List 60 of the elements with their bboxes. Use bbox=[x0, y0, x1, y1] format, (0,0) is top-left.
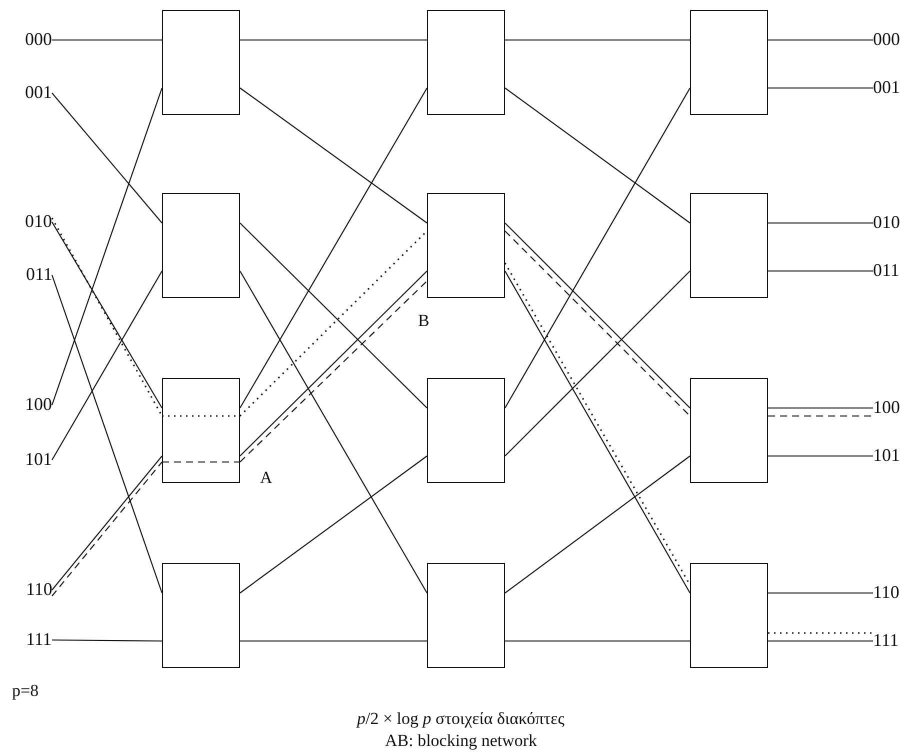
point-label: A bbox=[260, 467, 272, 489]
link-line bbox=[240, 39, 427, 41]
link-line bbox=[240, 640, 427, 642]
port-label: 101 bbox=[25, 448, 52, 470]
link-line bbox=[240, 456, 428, 594]
port-label: 110 bbox=[26, 578, 52, 600]
caption-text: AB: blocking network bbox=[385, 730, 538, 752]
switch-box bbox=[427, 563, 505, 668]
switch-box bbox=[162, 10, 240, 115]
link-line bbox=[504, 270, 690, 456]
switch-box bbox=[427, 193, 505, 298]
port-label: 010 bbox=[873, 211, 900, 233]
link-line bbox=[768, 415, 873, 417]
link-line bbox=[768, 270, 873, 272]
link-line bbox=[505, 640, 690, 642]
note-text: p=8 bbox=[12, 680, 39, 702]
port-label: 100 bbox=[25, 393, 52, 415]
link-line bbox=[52, 639, 162, 642]
port-label: 101 bbox=[873, 444, 900, 466]
port-label: 011 bbox=[26, 263, 52, 285]
switch-box bbox=[690, 10, 768, 115]
port-label: 111 bbox=[26, 628, 52, 650]
switch-box bbox=[162, 563, 240, 668]
port-label: 010 bbox=[25, 210, 52, 232]
link-line bbox=[768, 455, 873, 457]
link-line bbox=[240, 88, 428, 224]
link-line bbox=[52, 92, 162, 224]
link-line bbox=[768, 640, 873, 642]
caption-text: p/2 × log p στοιχεία διακόπτες bbox=[357, 708, 564, 730]
link-line bbox=[51, 274, 163, 594]
link-line bbox=[51, 88, 163, 406]
port-label: 111 bbox=[873, 629, 899, 651]
port-label: 110 bbox=[873, 581, 900, 603]
link-line bbox=[504, 88, 690, 224]
link-line bbox=[504, 456, 690, 594]
link-line bbox=[768, 407, 873, 409]
port-label: 011 bbox=[873, 259, 900, 281]
link-line bbox=[768, 87, 873, 89]
link-line bbox=[52, 270, 162, 460]
link-line bbox=[768, 592, 873, 594]
switch-box bbox=[427, 378, 505, 483]
switch-box bbox=[690, 378, 768, 483]
link-line bbox=[52, 39, 162, 41]
link-line bbox=[240, 88, 428, 408]
switch-box bbox=[162, 378, 240, 483]
port-label: 100 bbox=[873, 396, 900, 418]
switch-box bbox=[690, 563, 768, 668]
link-line bbox=[504, 88, 690, 408]
port-label: 001 bbox=[25, 81, 52, 103]
link-line bbox=[505, 39, 690, 41]
port-label: 000 bbox=[25, 28, 52, 50]
point-label: B bbox=[418, 310, 430, 332]
switch-box bbox=[690, 193, 768, 298]
switch-box bbox=[427, 10, 505, 115]
link-line bbox=[768, 39, 873, 41]
link-line bbox=[240, 270, 428, 594]
switch-box bbox=[162, 193, 240, 298]
port-label: 000 bbox=[873, 28, 900, 50]
port-label: 001 bbox=[873, 76, 900, 98]
link-line bbox=[768, 222, 873, 224]
